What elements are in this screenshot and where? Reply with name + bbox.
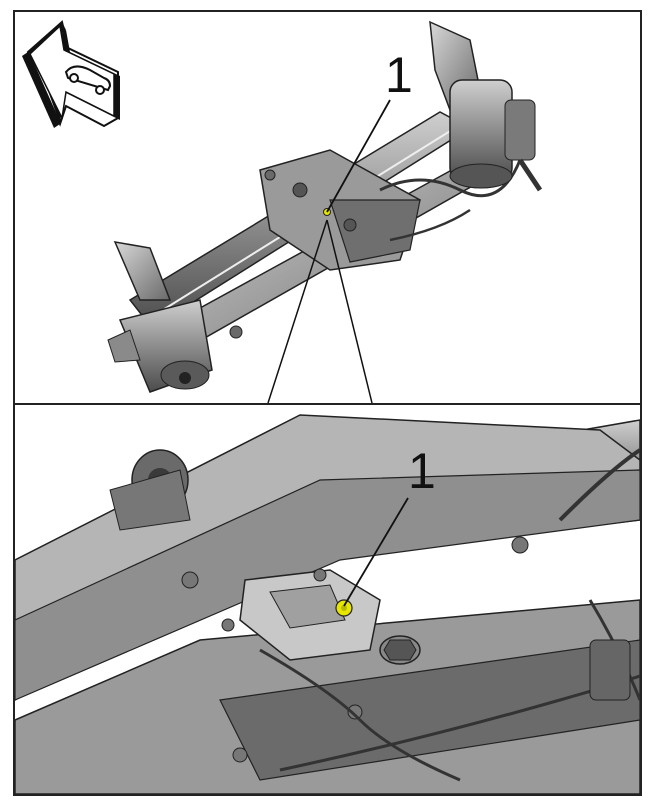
callout-label-top: 1 xyxy=(385,47,413,103)
callout-label-bottom: 1 xyxy=(408,443,436,499)
fastener-detail-view xyxy=(15,414,640,794)
zoom-line-left xyxy=(267,219,328,404)
left-wiper-motor xyxy=(107,299,213,393)
callout-leader-top xyxy=(326,99,391,213)
vehicle-front-direction-arrow-icon xyxy=(22,20,120,128)
wiper-motor-detail xyxy=(109,449,191,531)
mounting-bolt xyxy=(379,635,421,665)
wiper-linkage-assembly-overview xyxy=(107,20,543,393)
car-silhouette-icon xyxy=(64,65,112,95)
callout-leader-bottom xyxy=(343,497,409,607)
highlighted-fastener xyxy=(335,599,353,617)
zoom-line-right xyxy=(326,219,373,404)
right-wiper-motor xyxy=(449,79,543,192)
panel-divider xyxy=(13,403,642,405)
